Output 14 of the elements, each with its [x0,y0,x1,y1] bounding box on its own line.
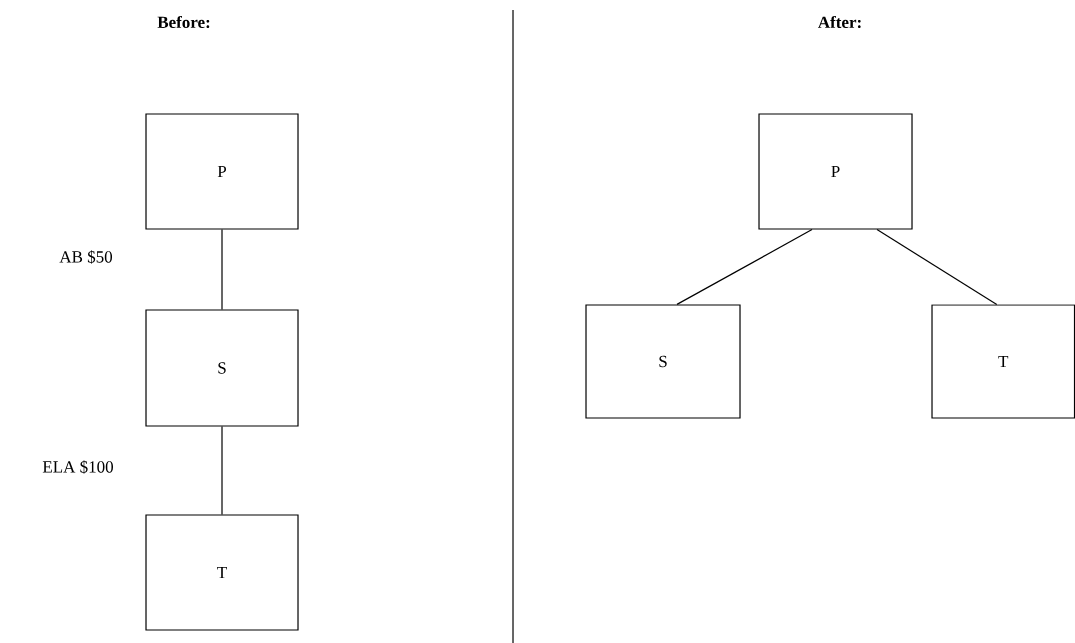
connector-line [676,229,813,305]
connector-line [221,229,223,310]
box: S [585,304,741,419]
amount-label: AB $50 [59,250,113,264]
box: S [145,309,299,427]
heading: Before: [157,15,210,29]
heading: After: [818,15,861,29]
box: T [931,304,1075,419]
connector-line [221,426,223,515]
amount-label: ELA $100 [42,460,113,474]
box: P [145,113,299,230]
box: T [145,514,299,631]
connector-line [876,229,998,305]
box: P [758,113,913,230]
